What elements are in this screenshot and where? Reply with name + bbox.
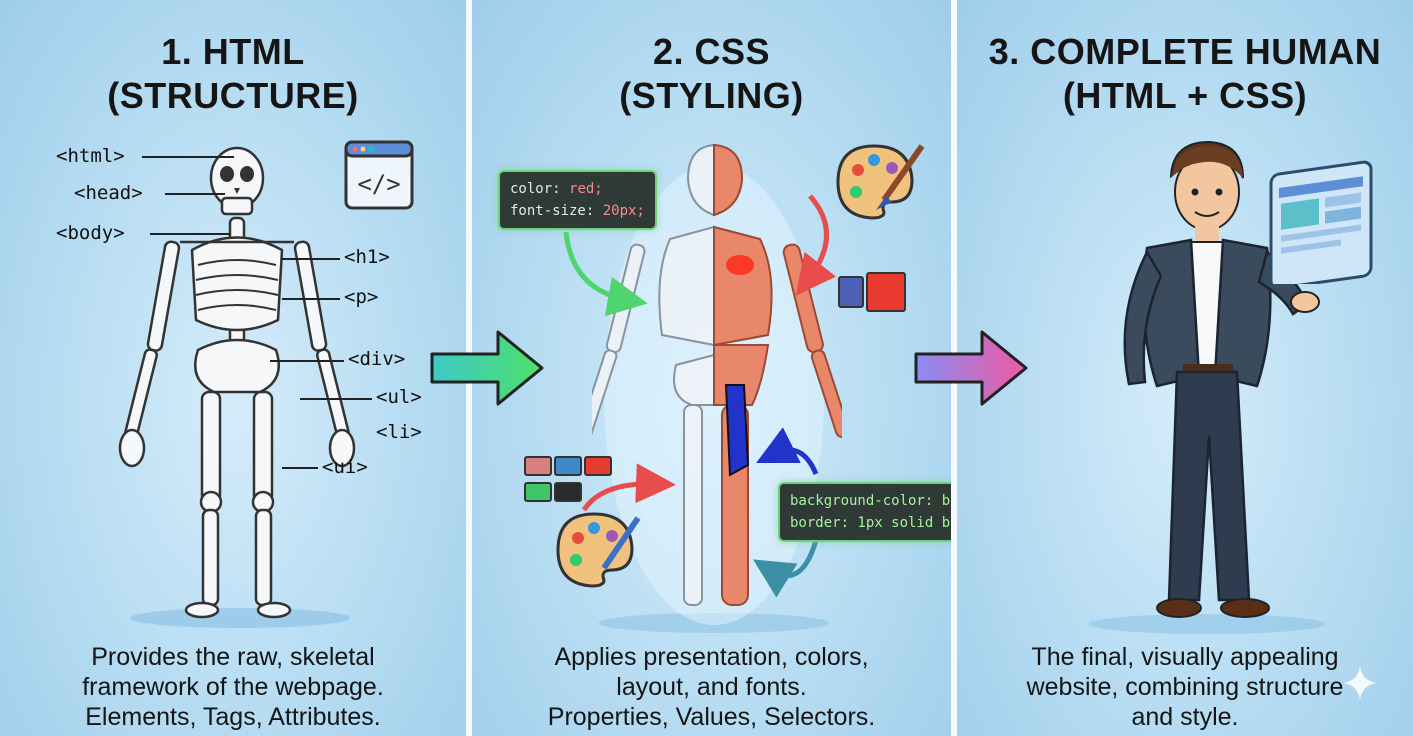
red-highlight xyxy=(726,255,754,275)
tag-ul: <ul> xyxy=(376,386,422,408)
leader-line xyxy=(165,193,225,195)
panel-caption: Provides the raw, skeletal framework of … xyxy=(82,643,384,731)
muscle-figure xyxy=(592,143,842,633)
tag-head: <head> xyxy=(74,182,143,204)
tag-body: <body> xyxy=(56,222,125,244)
leader-line xyxy=(142,156,234,158)
svg-text:</>: </> xyxy=(357,170,400,198)
sparkle-icon xyxy=(1343,666,1377,700)
color-swatch xyxy=(584,456,612,476)
panel-title: 3. COMPLETE HUMAN (HTML + CSS) xyxy=(988,31,1382,116)
color-swatch xyxy=(554,456,582,476)
color-swatch xyxy=(866,272,906,312)
businessman-figure xyxy=(1089,140,1325,634)
blue-highlight xyxy=(724,384,750,477)
css-code-box-color: color: red; font-size: 20px; xyxy=(498,170,657,230)
leader-line xyxy=(282,467,318,469)
leader-line xyxy=(282,258,340,260)
html-structure-panel: 1. HTML (STRUCTURE) </> xyxy=(0,0,466,736)
tag-li: <li> xyxy=(376,421,422,443)
palette-icon xyxy=(836,144,925,220)
color-swatch xyxy=(554,482,582,502)
tag-html: <html> xyxy=(56,145,125,167)
leader-line xyxy=(282,298,340,300)
tag-ui: <ui> xyxy=(322,456,368,478)
arrow-css-to-complete xyxy=(914,330,1028,406)
color-swatch xyxy=(524,456,552,476)
panel-caption: Applies presentation, colors, layout, an… xyxy=(547,643,876,731)
connector-arrows xyxy=(563,194,837,598)
leader-line xyxy=(300,398,372,400)
leader-line xyxy=(270,360,344,362)
color-swatch xyxy=(524,482,552,502)
css-code-box-background: background-color: blue; border: 1px soli… xyxy=(778,482,951,542)
palette-icon xyxy=(556,512,641,588)
panel-caption: The final, visually appealing website, c… xyxy=(1026,643,1344,731)
skeleton-figure xyxy=(118,146,356,628)
code-window-icon: </> xyxy=(344,140,414,210)
leader-line xyxy=(150,233,230,235)
tag-p: <p> xyxy=(344,286,379,308)
color-swatch xyxy=(838,276,864,308)
panel-title: 2. CSS (STYLING) xyxy=(619,31,804,116)
tablet-icon xyxy=(1269,160,1373,284)
complete-human-panel: 3. COMPLETE HUMAN (HTML + CSS) xyxy=(957,0,1413,736)
tag-h1: <h1> xyxy=(344,246,390,268)
arrow-html-to-css xyxy=(430,330,544,406)
tag-div: <div> xyxy=(348,348,406,370)
css-styling-panel: 2. CSS (STYLING) xyxy=(472,0,951,736)
panel-title: 1. HTML (STRUCTURE) xyxy=(107,31,359,116)
